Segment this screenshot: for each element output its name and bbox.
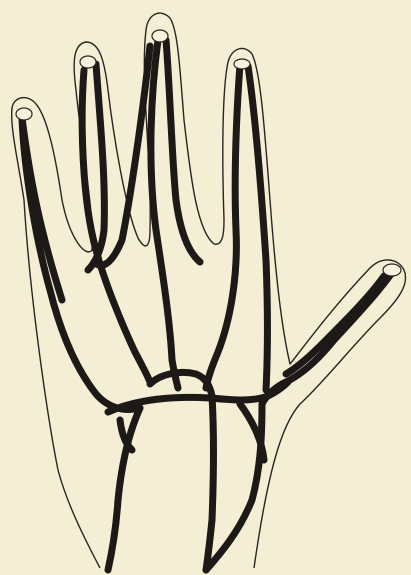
wrist-vessel-center — [206, 396, 214, 570]
hand-outline — [12, 13, 406, 568]
nail-middle — [152, 30, 168, 42]
vessel-network — [22, 40, 394, 570]
middle-finger-vessel — [151, 40, 178, 388]
ring-finger-vessel-outer — [248, 66, 268, 390]
nail-ring — [234, 59, 250, 69]
nail-thumb — [383, 264, 401, 276]
thumb-vessel-inner — [286, 276, 384, 374]
dorsal-arch-loop — [150, 372, 212, 396]
middle-finger-vessel-outer — [166, 40, 200, 262]
nail-second — [80, 56, 96, 68]
nail-index — [16, 108, 32, 120]
